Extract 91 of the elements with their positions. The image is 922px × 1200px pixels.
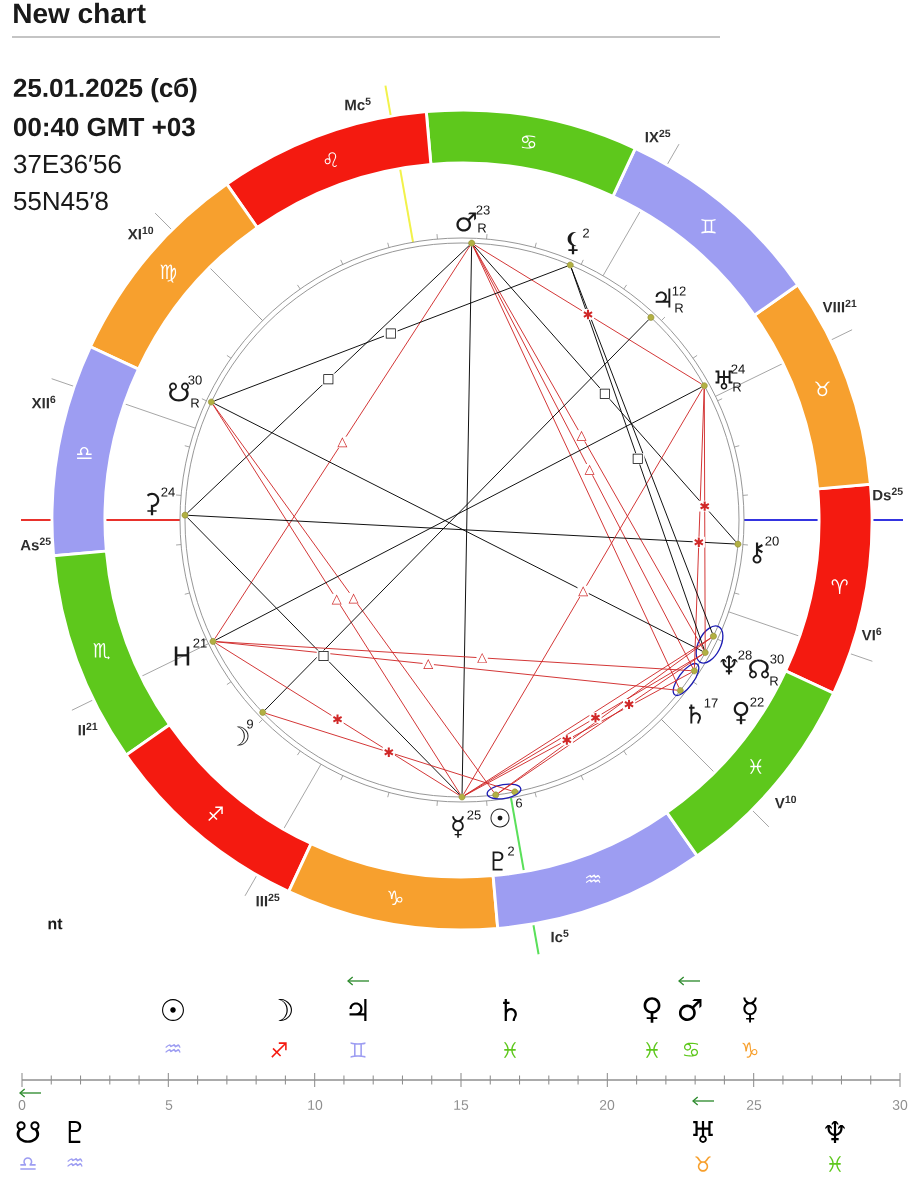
sign-symbol: ♉ [695,1156,711,1172]
planet-symbol: ☉ [162,999,184,1021]
degree-label: 12 [672,286,686,296]
aspect-line [473,245,737,543]
planet-symbol: ♇ [68,1121,82,1143]
planet-symbol: ♃ [655,288,671,308]
planet-symbol: ♂ [456,212,476,232]
planet-symbol: ♀ [643,997,661,1023]
degree-label: 21 [193,638,207,648]
retrograde-label: R [733,382,742,392]
coordinate-text: 37E36′56 [13,154,121,174]
planet-symbol: ☋ [169,382,189,402]
aspect-line [474,244,702,385]
degree-label: 30 [188,375,202,385]
tick-label: 20 [599,1100,615,1110]
sign-symbol: ♒ [165,1043,181,1053]
aspect-line [463,388,704,795]
degree-label: 23 [476,205,490,215]
aspect-line [215,641,678,691]
retrograde-label: R [675,303,684,313]
planet-symbol: ⚸ [567,231,578,255]
planet-symbol: ♃ [349,999,367,1021]
aspect-line [693,388,705,668]
planet-symbol: ☉ [490,808,510,828]
sign-band: ♌ [225,110,433,229]
retrograde-label: R [770,676,779,686]
house-label: V$^{10}$ [774,795,797,809]
planet-symbol: ☽ [236,726,249,746]
tick-label: 15 [454,1100,469,1110]
retrograde-label: R [478,223,487,233]
sign-symbol: ♊ [350,1042,366,1058]
time-text: 00:40 GMT +03 [13,117,195,137]
sign-band: ♋ [424,108,637,198]
planet-symbol: ♄ [503,999,517,1021]
planet-symbol: ♅ [715,370,733,390]
aspect-line [214,265,568,402]
degree-label: 22 [750,697,764,707]
planet-symbol: ☋ [16,1121,40,1143]
planet-symbol: ♄ [689,704,701,724]
title: New chart [14,2,146,24]
sign-symbol: ♑ [742,1042,758,1058]
sign-symbol: ♒ [67,1157,83,1167]
sign-symbol: ♓ [503,1042,517,1058]
degree-label: 20 [765,536,779,546]
degree-label: 2 [508,846,514,856]
sign-symbol: ♎ [20,1157,36,1170]
aspect-line [187,245,470,514]
note-text: nt [48,918,63,930]
planet-symbol: ☿ [743,997,757,1023]
house-label: Ds$^{25}$ [873,487,903,501]
planet-symbol: ☿ [452,816,464,838]
aspect-line [461,246,473,795]
sign-symbol: ♓ [645,1042,659,1058]
planet-symbol: ☽ [278,999,292,1021]
aspect-line [264,319,650,711]
aspect-line [214,245,471,640]
house-label: VIII$^{21}$ [822,299,857,313]
tick-label: 5 [165,1100,173,1110]
aspect-line [464,672,692,796]
house-label: XI$^{10}$ [127,226,154,240]
tick-label: 30 [892,1100,908,1110]
planet-symbol: ♆ [825,1121,845,1143]
aspect-line [215,642,460,796]
planet-symbol: ⚳ [146,492,160,516]
aspect-line [186,517,461,796]
degree-label: 17 [704,698,718,708]
tick-label: 25 [746,1100,762,1110]
sign-symbol: ♓ [828,1156,842,1172]
degree-label: 28 [738,650,752,660]
degree-label: 24 [161,487,175,497]
planet-symbol: ♀ [733,701,749,725]
tick-label: 10 [308,1100,323,1110]
degree-label: 25 [467,810,481,820]
date-text: 25.01.2025 (сб) [13,77,197,103]
retrograde-label: R [191,398,200,408]
tick-label: 0 [18,1100,26,1110]
degree-label: 6 [516,798,523,808]
house-label: II$^{21}$ [78,722,98,736]
degree-label: 30 [770,654,784,664]
house-label: IX$^{25}$ [645,129,671,143]
aspect-line [265,712,513,792]
aspect-line [187,514,736,545]
degree-label: 2 [583,228,589,238]
planet-symbol: ♂ [678,998,702,1021]
planet-symbol: ⚷ [752,542,763,564]
sign-symbol: ♐ [271,1042,287,1058]
planet-symbol: H [174,646,190,666]
house-label: III$^{25}$ [256,893,280,907]
sign-symbol: ♋ [683,1042,699,1057]
planet-symbol: ♅ [693,1121,713,1143]
house-label: As$^{25}$ [20,537,51,551]
